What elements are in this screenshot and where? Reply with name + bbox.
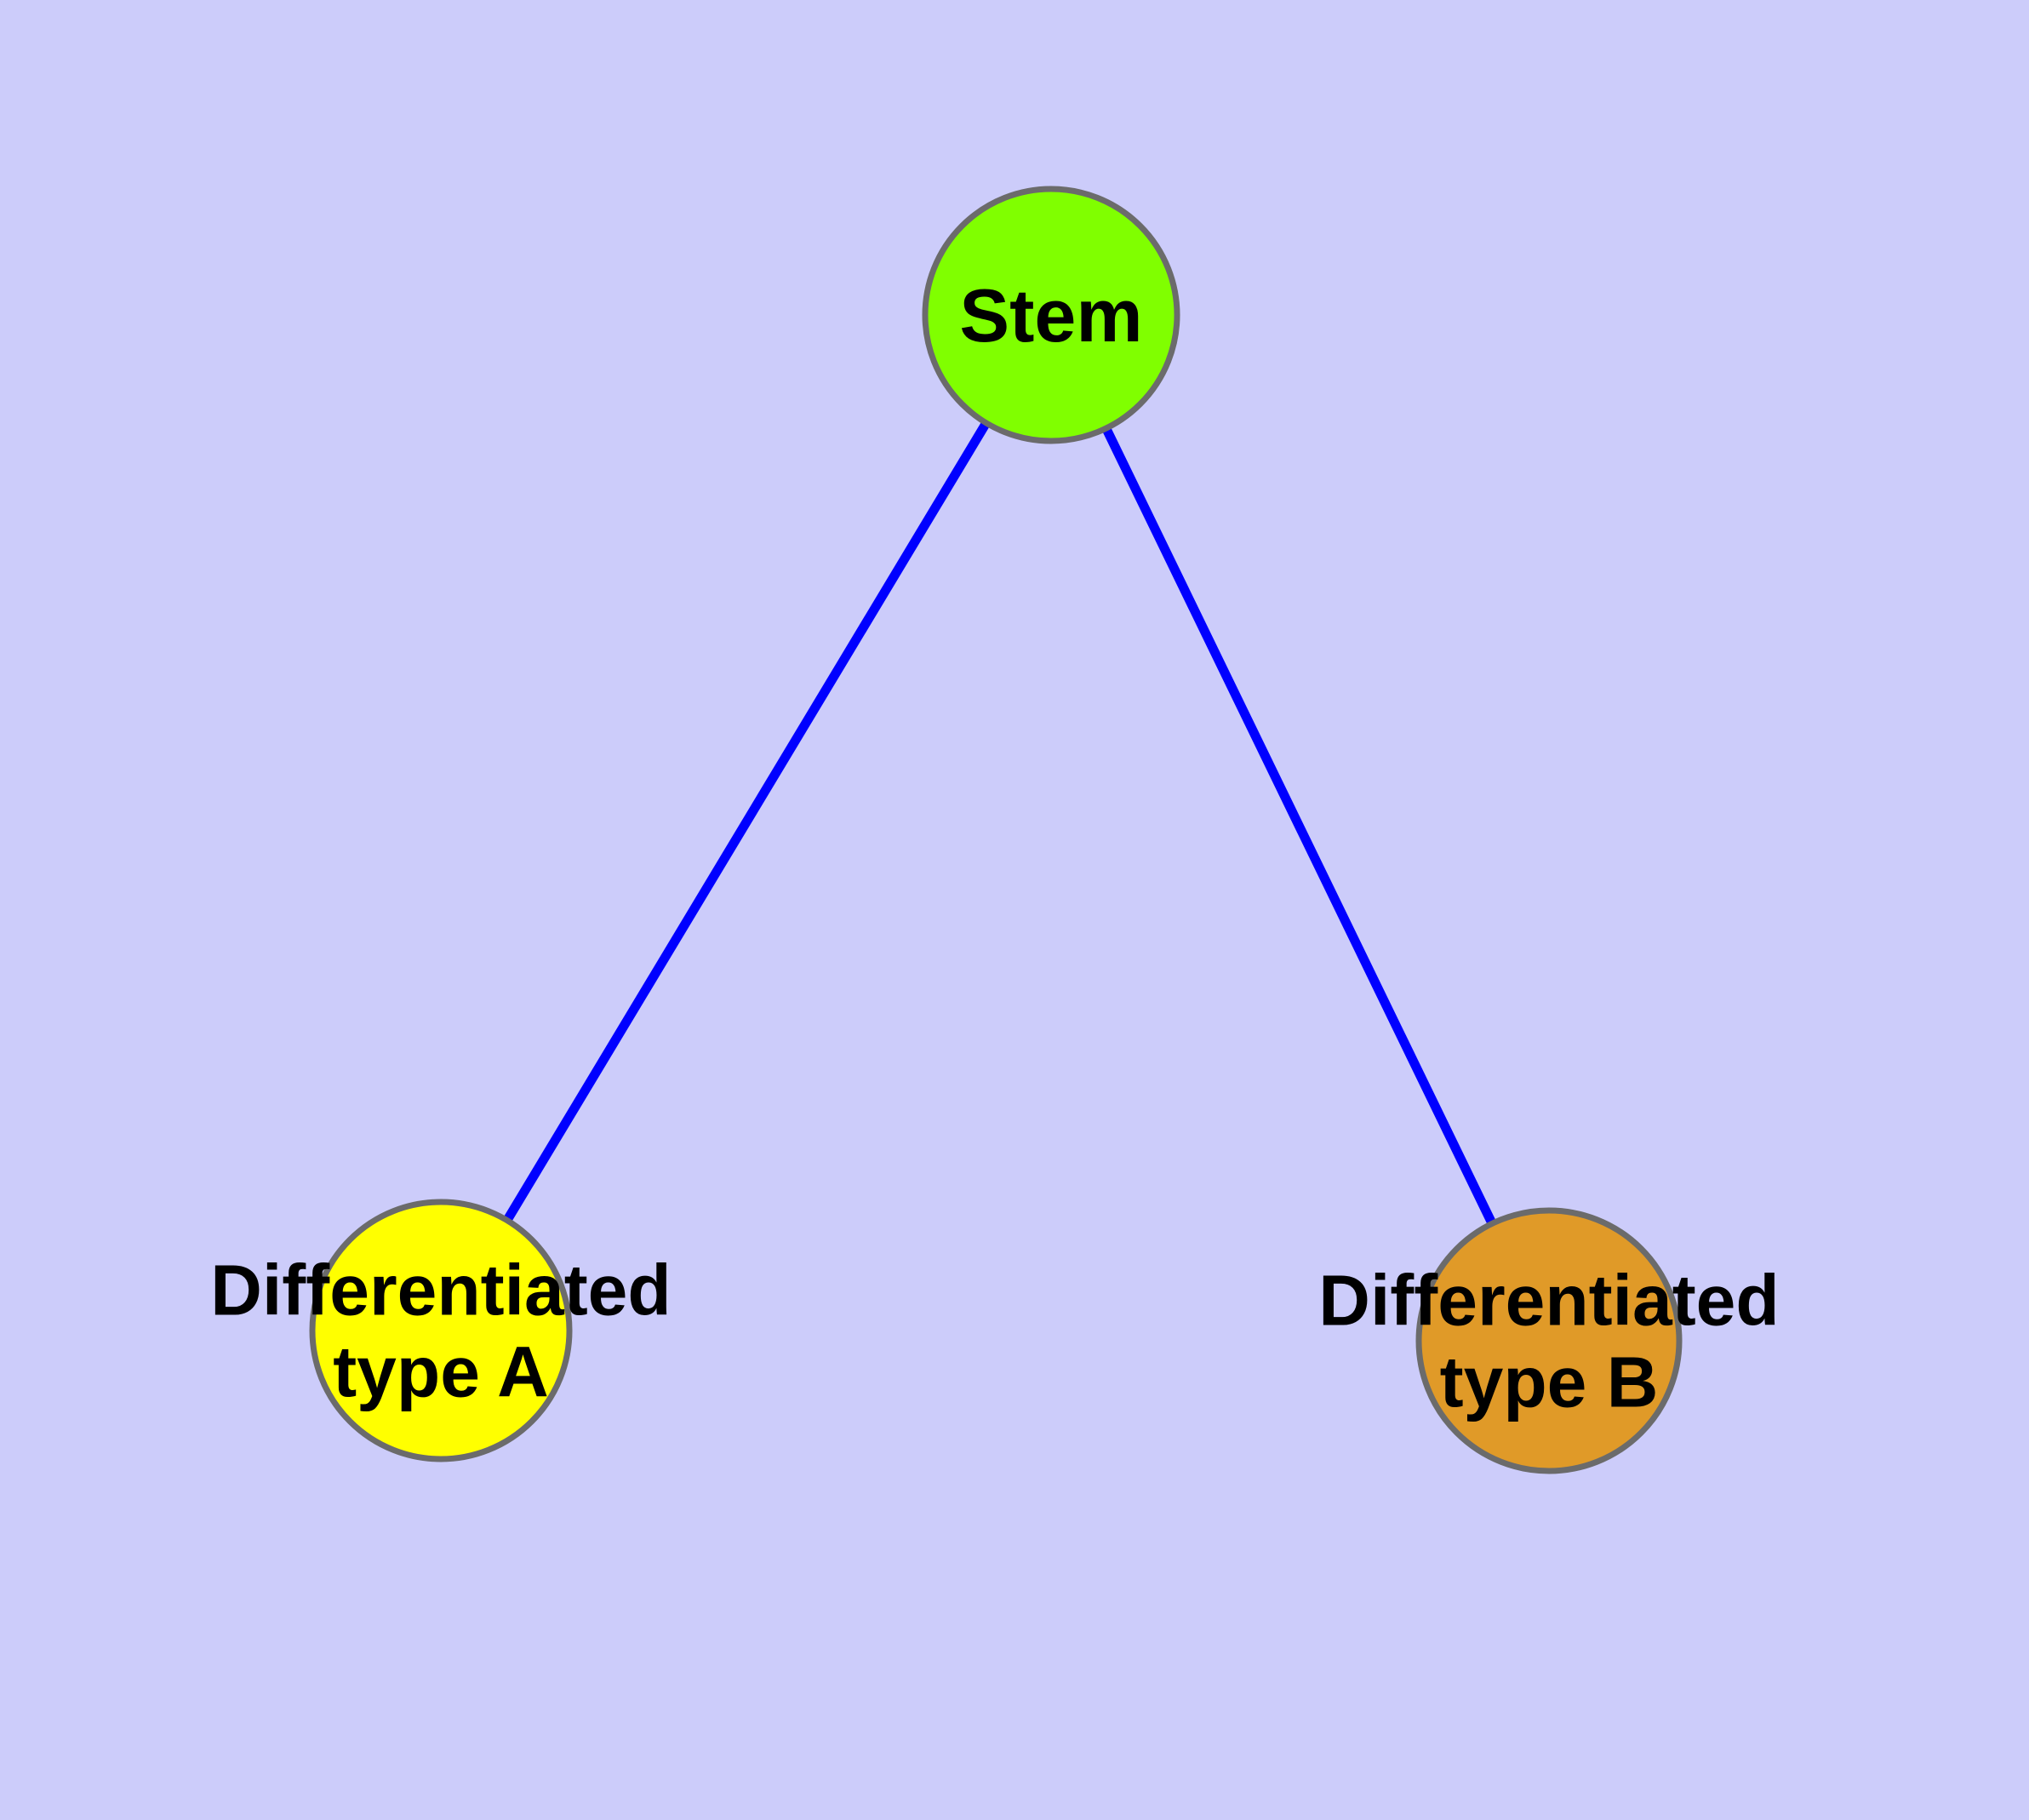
edges-group — [503, 421, 1496, 1225]
node-circle-stem[interactable] — [922, 186, 1180, 444]
node-label-line: Stem — [959, 273, 1142, 358]
node-label-line: Differentiated — [210, 1251, 671, 1331]
node-label-line: type B — [1440, 1342, 1659, 1422]
node-label-line: Differentiated — [1318, 1261, 1779, 1341]
graph-edge-stem-to-diff_b — [1102, 426, 1496, 1225]
node-circle-diff_b[interactable] — [1415, 1207, 1683, 1474]
node-label-line: type A — [333, 1331, 549, 1411]
graph-edge-stem-to-diff_a — [503, 421, 990, 1222]
node-circle-diff_a[interactable] — [309, 1199, 573, 1462]
node-label-stem: Stem — [959, 273, 1142, 358]
graph-node-stem[interactable]: Stem — [922, 186, 1180, 444]
